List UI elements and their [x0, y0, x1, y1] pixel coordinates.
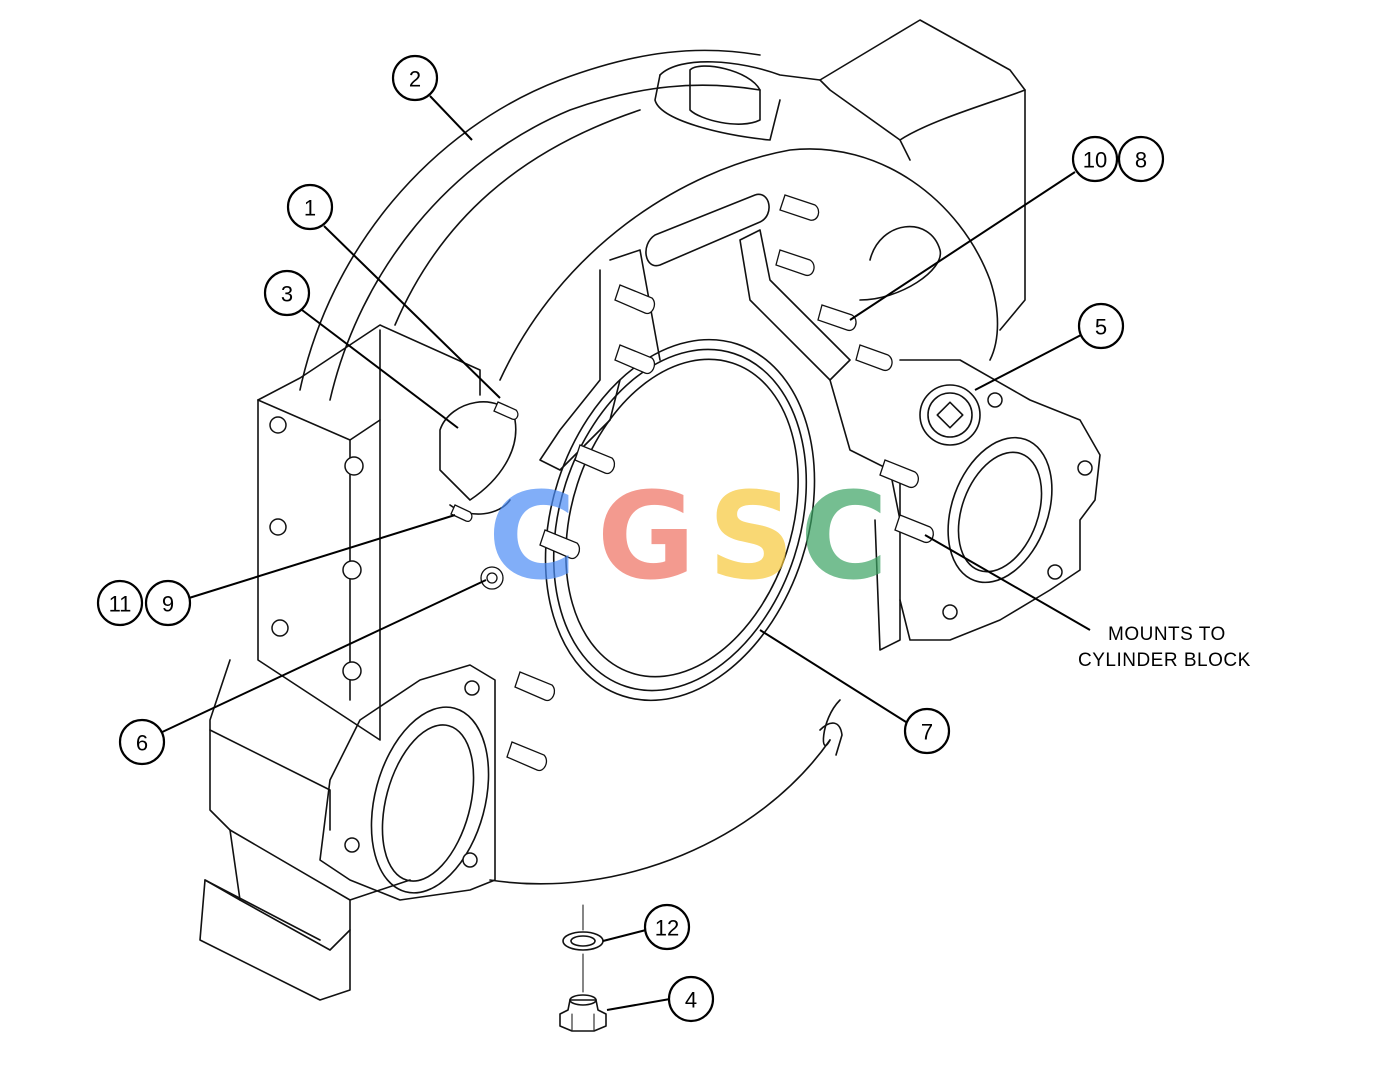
svg-text:8: 8 — [1135, 148, 1147, 173]
inspection-plug — [919, 384, 981, 446]
svg-text:12: 12 — [655, 916, 679, 941]
callout-6: 6 — [118, 718, 166, 766]
watermark-letter: C — [800, 468, 888, 607]
callout-12: 12 — [643, 903, 691, 951]
svg-text:6: 6 — [136, 731, 148, 756]
upper-slot — [645, 193, 770, 267]
callout-7: 7 — [903, 707, 951, 755]
callout-4: 4 — [667, 975, 715, 1023]
callouts: 1 2 3 4 5 6 7 8 — [96, 54, 1165, 1023]
callout-11: 11 — [96, 579, 144, 627]
flywheel-housing — [199, 19, 1101, 1001]
callout-2: 2 — [391, 54, 439, 102]
leader-1 — [323, 225, 501, 399]
leader-note — [924, 534, 1091, 631]
leader-4 — [606, 998, 671, 1011]
note-line-1: MOUNTS TO — [1108, 624, 1226, 645]
leader-3 — [301, 309, 459, 429]
leader-7 — [759, 629, 907, 723]
housing-outer-rim — [299, 49, 761, 391]
svg-text:5: 5 — [1095, 315, 1107, 340]
svg-text:2: 2 — [409, 67, 421, 92]
drain-plug-parts — [559, 904, 607, 1032]
watermark-letter: S — [708, 468, 794, 607]
watermark-letter: C — [488, 468, 576, 607]
studs — [450, 194, 934, 772]
svg-text:7: 7 — [921, 720, 933, 745]
callout-5: 5 — [1077, 302, 1125, 350]
note-line-2: CYLINDER BLOCK — [1078, 650, 1251, 671]
watermark: C G S C — [488, 468, 888, 607]
svg-text:1: 1 — [304, 196, 316, 221]
svg-text:10: 10 — [1083, 148, 1107, 173]
leader-2 — [429, 95, 473, 141]
leader-12 — [602, 929, 647, 942]
callout-9: 9 — [144, 579, 192, 627]
callout-3: 3 — [263, 269, 311, 317]
right-flange — [899, 359, 1101, 641]
central-bore — [552, 348, 808, 692]
leader-9 — [188, 514, 456, 599]
mounting-note: MOUNTS TO CYLINDER BLOCK — [1078, 624, 1251, 671]
top-lug — [659, 19, 1026, 331]
callout-1: 1 — [286, 183, 334, 231]
drain-seal-ring — [562, 931, 604, 951]
lower-left-flange — [319, 664, 496, 901]
leader-lines — [157, 95, 1091, 1011]
left-mount-block — [257, 324, 481, 401]
callout-10: 10 — [1071, 135, 1119, 183]
svg-text:3: 3 — [281, 282, 293, 307]
leader-6 — [157, 579, 487, 735]
svg-text:9: 9 — [162, 592, 174, 617]
watermark-letter: G — [597, 468, 696, 607]
svg-text:11: 11 — [109, 592, 132, 617]
svg-text:4: 4 — [685, 988, 697, 1013]
leader-10 — [849, 171, 1076, 321]
callout-8: 8 — [1117, 135, 1165, 183]
leader-5 — [974, 334, 1082, 391]
inner-plate — [499, 148, 999, 381]
